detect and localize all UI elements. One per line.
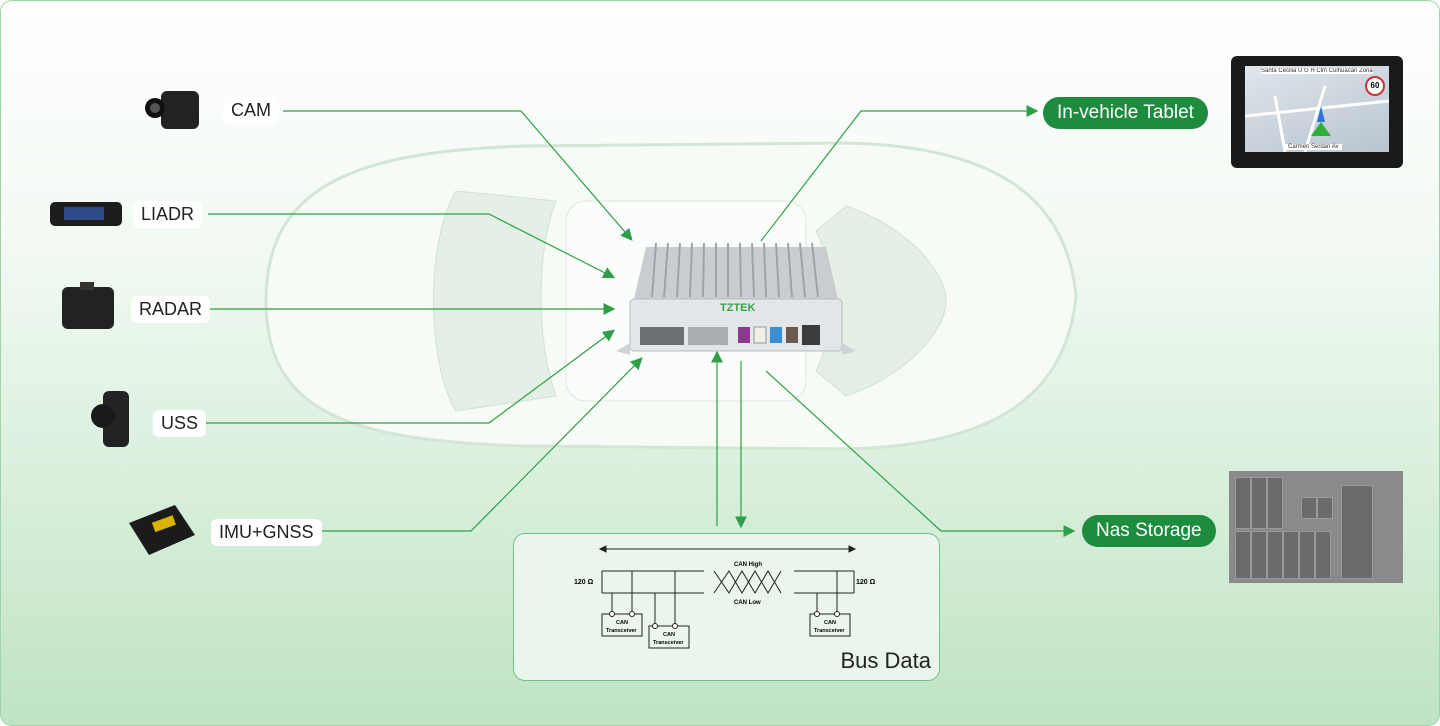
route-arrow-icon [1245, 85, 1389, 152]
speed-limit-sign: 60 [1365, 76, 1385, 96]
nas-storage-image [1229, 471, 1403, 583]
transceiver-label: Transceiver [814, 628, 845, 634]
can-high-label: CAN High [734, 562, 762, 568]
transceiver-label: Transceiver [606, 628, 637, 634]
resistor-right-label: 120 Ω [856, 579, 876, 586]
sensor-label-imu-gnss: IMU+GNSS [211, 519, 322, 546]
transceiver-label: CAN [663, 632, 675, 638]
output-label-storage: Nas Storage [1082, 515, 1216, 547]
bus-data-panel: CAN High CAN Low 120 Ω 120 Ω CAN Transce… [513, 533, 940, 681]
sensor-label-radar: RADAR [131, 296, 211, 323]
ultrasonic-sensor-icon [91, 391, 129, 447]
transceiver-label: Transceiver [653, 640, 684, 646]
can-bus-schematic: CAN High CAN Low 120 Ω 120 Ω CAN Transce… [574, 545, 876, 649]
imu-gnss-icon [129, 505, 195, 555]
camera-icon [145, 91, 199, 129]
domain-controller-device: TZTEK [616, 239, 856, 361]
map-address: Santa Cecilia U G H Clm Culhuacan Zona V… [1261, 68, 1373, 74]
transceiver-label: CAN [616, 620, 628, 626]
device-brand: TZTEK [720, 302, 756, 314]
transceiver-label: CAN [824, 620, 836, 626]
output-label-tablet: In-vehicle Tablet [1043, 97, 1208, 129]
sensor-label-cam: CAM [223, 97, 279, 124]
map-street: Carmen Serdan Av [1285, 144, 1342, 150]
sensor-label-lidar: LIADR [133, 201, 203, 228]
radar-icon [62, 282, 114, 329]
bus-data-title: Bus Data [840, 648, 932, 673]
can-low-label: CAN Low [734, 600, 761, 606]
in-vehicle-tablet-image: Santa Cecilia U G H Clm Culhuacan Zona V… [1231, 56, 1403, 168]
navigation-map: Santa Cecilia U G H Clm Culhuacan Zona V… [1245, 66, 1389, 152]
sensor-label-uss: USS [153, 410, 207, 437]
resistor-left-label: 120 Ω [574, 579, 594, 586]
lidar-icon [50, 202, 122, 226]
